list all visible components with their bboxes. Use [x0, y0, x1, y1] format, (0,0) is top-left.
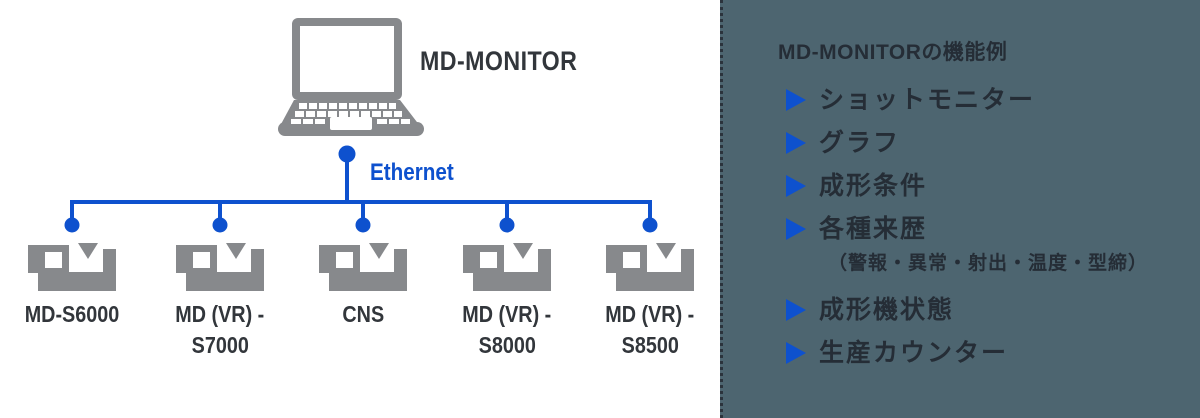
feature-label: 各種来歴 — [819, 215, 928, 243]
molding-machine-icon — [319, 243, 407, 291]
laptop-icon — [278, 18, 424, 136]
triangle-bullet-icon — [786, 132, 806, 154]
triangle-bullet-icon — [786, 89, 806, 111]
network-diagram-panel: MD-MONITOR Ethernet — [0, 18, 695, 361]
triangle-bullet-icon — [786, 342, 806, 364]
machine-label: MD (VR) - S7000 — [175, 301, 265, 358]
triangle-bullet-icon — [786, 175, 806, 197]
machine-md-vr-s8000: MD (VR) - S8000 — [432, 242, 582, 361]
ethernet-node-dot — [338, 145, 356, 163]
feature-label: グラフ — [819, 129, 901, 157]
feature-label: 生産カウンター — [819, 339, 1009, 367]
list-item: 各種来歴 （警報・異常・射出・温度・型締） — [786, 215, 1186, 277]
monitor-title-text: MD-MONITOR — [420, 46, 578, 76]
feature-label: 成形条件 — [819, 172, 928, 200]
feature-list: ショットモニター グラフ 成形条件 各種来歴 （警報・異常・射出・温度・型締） — [786, 86, 1186, 382]
list-item: ショットモニター — [786, 86, 1186, 114]
monitor-title: MD-MONITOR — [420, 46, 603, 77]
machine-md-vr-s7000: MD (VR) - S7000 — [145, 242, 295, 361]
machine-label: MD (VR) - S8500 — [605, 301, 695, 358]
machine-cns: CNS — [288, 242, 438, 361]
machine-md-s6000: MD-S6000 — [0, 242, 147, 361]
ethernet-label: Ethernet — [370, 159, 467, 187]
triangle-bullet-icon — [786, 299, 806, 321]
list-item: グラフ — [786, 129, 1186, 157]
ethernet-label-text: Ethernet — [370, 159, 454, 186]
feature-note: （警報・異常・射出・温度・型締） — [828, 253, 1149, 274]
list-item: 生産カウンター — [786, 339, 1186, 367]
list-item: 成形機状態 — [786, 296, 1186, 324]
molding-machine-icon — [606, 243, 694, 291]
molding-machine-icon — [463, 243, 551, 291]
feature-label: 成形機状態 — [819, 296, 955, 324]
machine-md-vr-s8500: MD (VR) - S8500 — [575, 242, 725, 361]
feature-label: ショットモニター — [819, 86, 1036, 114]
molding-machine-icon — [28, 243, 116, 291]
machine-label: CNS — [342, 301, 384, 327]
machine-label: MD (VR) - S8000 — [462, 301, 552, 358]
triangle-bullet-icon — [786, 218, 806, 240]
features-panel: MD-MONITORの機能例 ショットモニター グラフ 成形条件 各種来歴 — [720, 0, 1200, 418]
list-item: 成形条件 — [786, 172, 1186, 200]
molding-machine-icon — [176, 243, 264, 291]
machine-label: MD-S6000 — [24, 301, 120, 327]
features-panel-title: MD-MONITORの機能例 — [778, 41, 1008, 64]
